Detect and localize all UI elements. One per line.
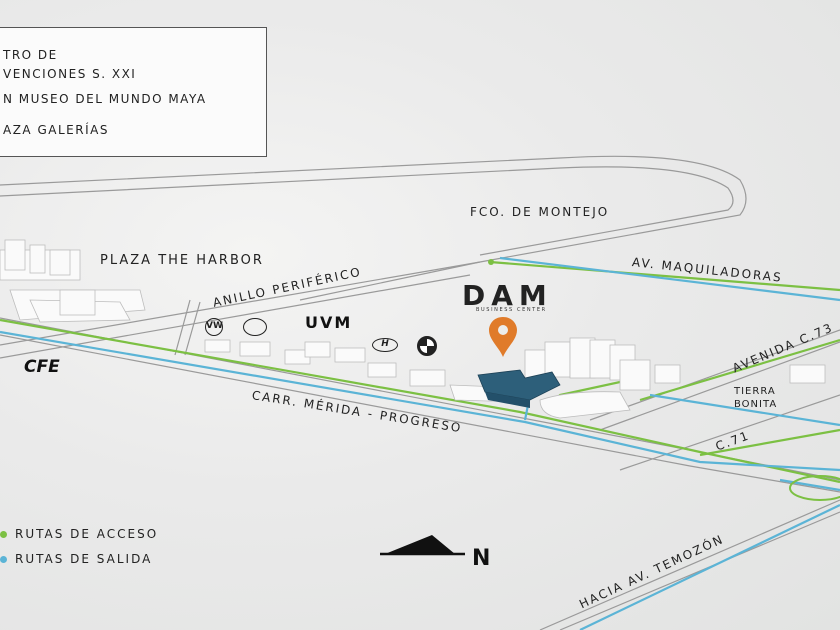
vw-logo-icon: VW	[205, 318, 223, 336]
exit-route-carr	[0, 330, 840, 472]
legend-access-label: RUTAS DE ACCESO	[15, 527, 159, 541]
place-label-plaza-harbor: PLAZA THE HARBOR	[100, 253, 264, 268]
nissan-logo-icon	[243, 318, 267, 336]
hyundai-logo-icon: H	[372, 338, 398, 352]
exit-route-maquiladoras	[499, 256, 840, 302]
access-route-c73	[639, 338, 840, 402]
location-pin-icon	[489, 317, 517, 357]
exit-route-bonita	[649, 393, 840, 427]
roundabout	[789, 475, 840, 501]
access-route-c71	[699, 428, 840, 457]
bmw-logo-icon	[417, 336, 437, 356]
access-route-maquiladoras	[489, 260, 840, 292]
legend-exit-label: RUTAS DE SALIDA	[15, 552, 153, 566]
poi-item: TRO DE	[3, 48, 58, 62]
place-label-tierra-bonita: TIERRA BONITA	[734, 386, 778, 410]
poi-item: AZA GALERÍAS	[3, 123, 109, 137]
north-label: N	[472, 546, 491, 571]
poi-item: N MUSEO DEL MUNDO MAYA	[3, 92, 207, 106]
poi-item: VENCIONES S. XXI	[3, 67, 137, 81]
dam-brand-name: DAM	[462, 279, 553, 312]
cfe-logo: CFE	[24, 357, 60, 377]
legend-access: RUTAS DE ACCESO	[0, 527, 158, 541]
points-of-interest-box: TRO DE VENCIONES S. XXI N MUSEO DEL MUND…	[0, 27, 267, 157]
legend-exit: RUTAS DE SALIDA	[0, 552, 152, 566]
exit-route-temozon	[579, 504, 840, 630]
road-outlines	[0, 155, 840, 630]
access-point	[488, 259, 494, 265]
exit-route-loop	[779, 478, 840, 492]
north-arrow-icon	[385, 535, 455, 554]
buildings	[0, 239, 826, 419]
access-dot-icon	[0, 530, 7, 538]
dam-brand-subtitle: BUSINESS CENTER	[476, 307, 547, 313]
exit-dot-icon	[0, 555, 7, 563]
uvm-logo: UVM	[305, 313, 353, 332]
road-label-fco-montejo: FCO. DE MONTEJO	[470, 205, 610, 219]
